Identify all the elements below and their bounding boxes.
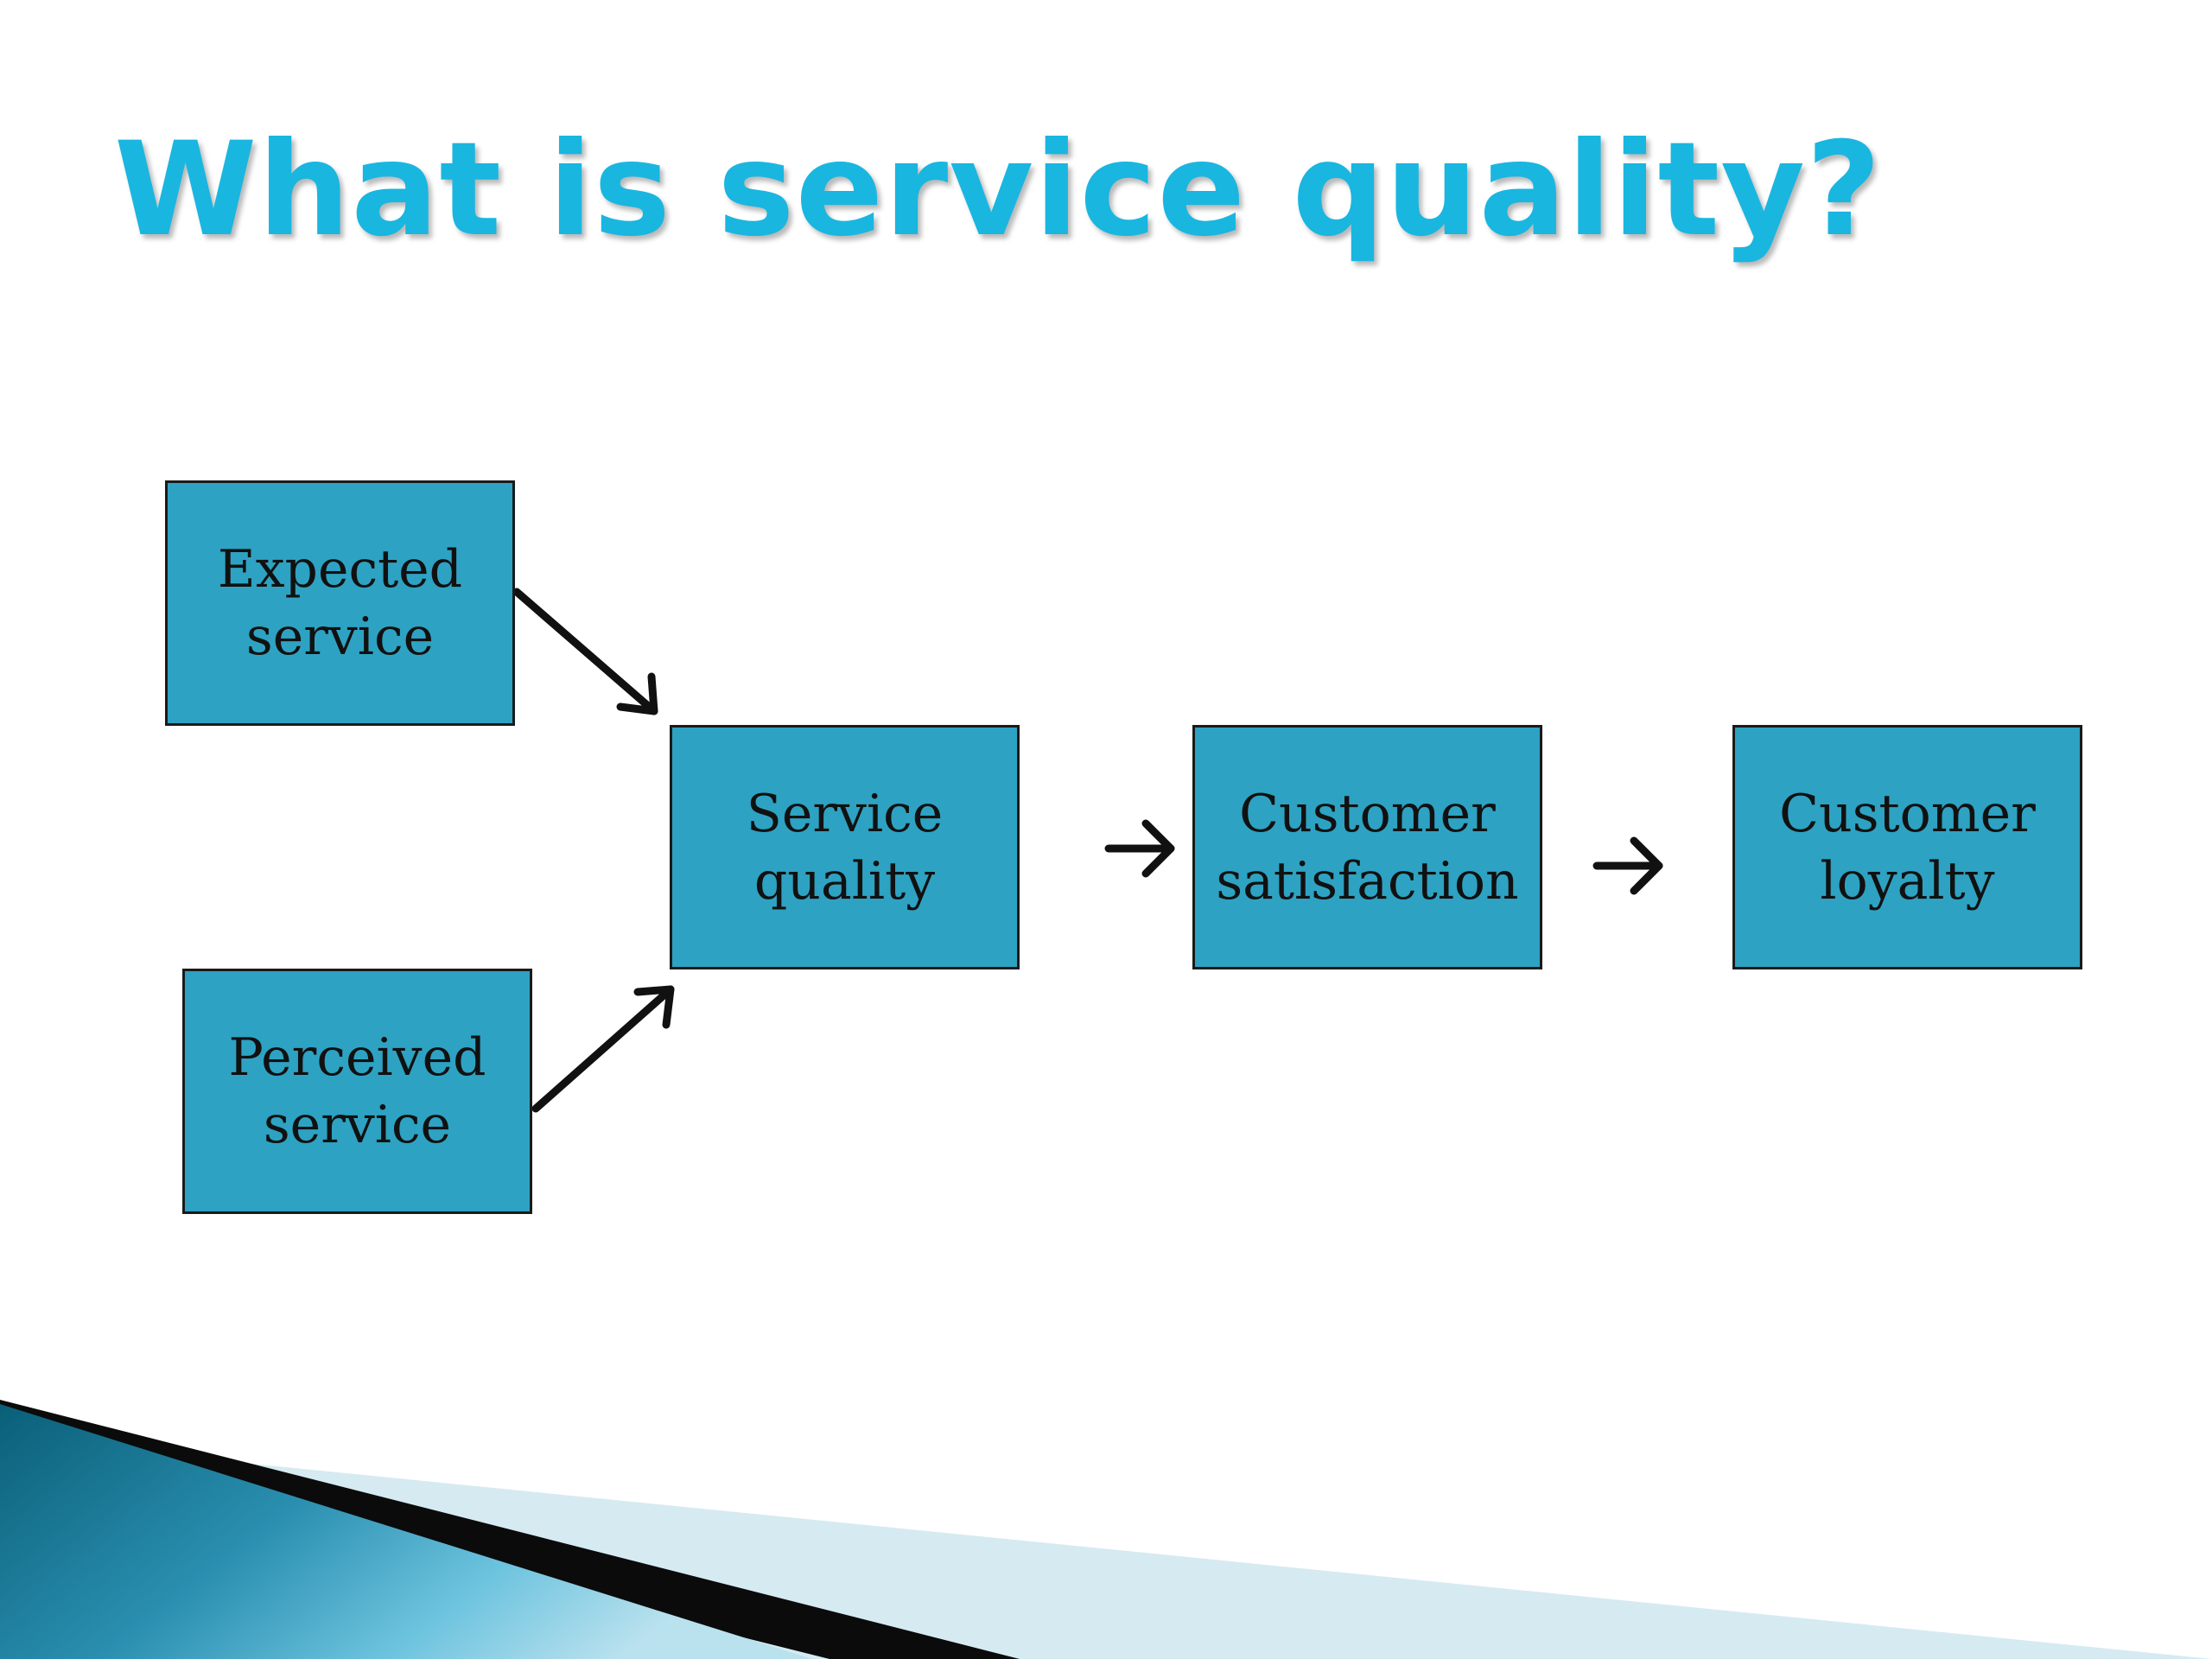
- node-label: Customer loyalty: [1779, 783, 2036, 912]
- node-label: Service quality: [746, 783, 944, 912]
- node-customer-loyalty: Customer loyalty: [1732, 725, 2082, 969]
- node-expected-service: Expected service: [165, 480, 515, 726]
- slide-title: What is service quality?: [114, 115, 1883, 265]
- node-label: Customer satisfaction: [1216, 783, 1519, 912]
- node-label: Expected service: [217, 539, 463, 667]
- node-customer-satisfaction: Customer satisfaction: [1192, 725, 1542, 969]
- node-service-quality: Service quality: [670, 725, 1020, 969]
- node-perceived-service: Perceived service: [182, 969, 532, 1214]
- node-label: Perceived service: [228, 1027, 486, 1155]
